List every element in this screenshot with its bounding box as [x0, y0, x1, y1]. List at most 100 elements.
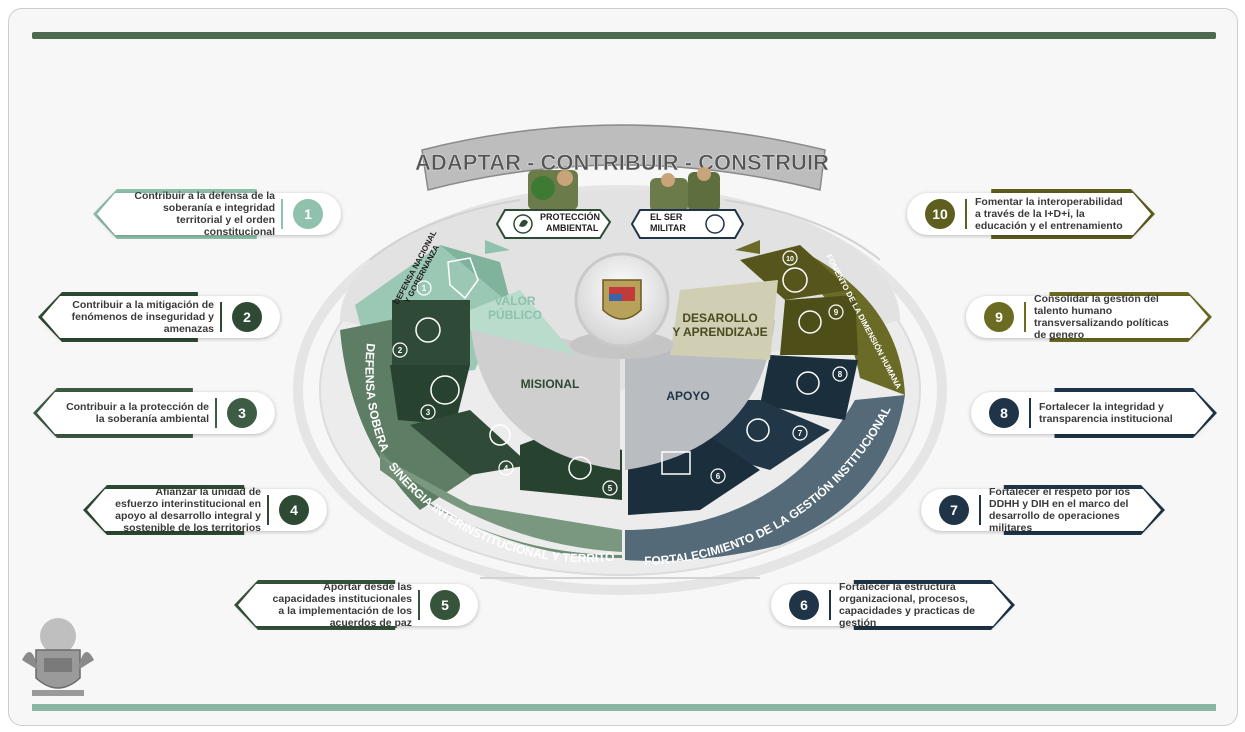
hands-heart-icon: [746, 418, 770, 442]
hands-family-icon: [568, 456, 592, 480]
soldier-icon: [415, 317, 441, 343]
objective-text: Consolidar la gestión del talento humano…: [1034, 293, 1169, 341]
inner-valor-publico: [470, 290, 575, 355]
objective-card-8: Fortalecer la integridad y transparencia…: [967, 388, 1217, 438]
segment-number: 3: [426, 408, 431, 417]
objective-text: Contribuir a la protección de la soberan…: [66, 401, 209, 425]
objective-text: Aportar desde las capacidades institucio…: [272, 581, 412, 629]
soldier-icon: [705, 214, 725, 234]
soldier-with-plant-icon: [528, 170, 578, 210]
band-fortalecimiento: [625, 395, 905, 561]
segment-number-circle: [498, 460, 514, 476]
segment-number: 8: [838, 370, 843, 379]
objective-card-7: Fortalecer el respeto por los DDHH y DIH…: [917, 485, 1165, 535]
segment-9: [780, 295, 858, 355]
objective-card-3: Contribuir a la protección de la soberan…: [33, 388, 279, 438]
objective-text: Fortalecer el respeto por los DDHH y DIH…: [989, 486, 1131, 534]
people-gear-icon: [489, 424, 511, 446]
segment-number: 1: [422, 284, 427, 293]
inner-misional: [470, 320, 620, 470]
objective-card-shape: [771, 580, 1015, 630]
segment-number-circle: [602, 480, 618, 496]
objective-number: 6: [789, 590, 819, 620]
motto-banner: [421, 124, 826, 191]
objective-text: Contribuir a la defensa de la soberanía …: [134, 190, 275, 238]
segment-4: [410, 410, 530, 475]
objective-text: Afianzar la unidad de esfuerzo interinst…: [115, 486, 261, 534]
objective-card-5: Aportar desde las capacidades institucio…: [234, 580, 482, 630]
objective-text: Fortalecer la estructura organizacional,…: [839, 581, 975, 629]
segment-number-circle: [792, 425, 808, 441]
segment-number: 10: [786, 256, 794, 263]
objective-separator: [829, 590, 831, 620]
objective-card-shape: [907, 189, 1155, 239]
team-icon: [782, 267, 808, 293]
objective-number: 7: [939, 495, 969, 525]
misional-text: MISIONAL: [521, 377, 580, 391]
magnifier-icon: [796, 371, 820, 395]
objective-card-shape: [966, 292, 1212, 342]
band-sinergia: [378, 455, 622, 552]
colombia-map-icon: [447, 257, 479, 300]
objective-number: 5: [430, 590, 460, 620]
objective-card-2: Contribuir a la mitigación de fenómenos …: [38, 292, 284, 342]
objective-number: 2: [232, 302, 262, 332]
segment-3: [390, 365, 470, 425]
objective-separator: [1029, 398, 1031, 428]
institution-emblem-icon: [22, 618, 94, 696]
leaf-icon: [513, 214, 533, 234]
objective-card-4: Afianzar la unidad de esfuerzo interinst…: [83, 485, 331, 535]
badge-proteccion-ambiental: [495, 209, 612, 239]
segment-number-circle: [710, 468, 726, 484]
globe-icon: [430, 375, 460, 405]
objective-number: 8: [989, 398, 1019, 428]
segment-number: 5: [608, 484, 613, 493]
segment-number: 6: [716, 472, 721, 481]
chart-board-icon: [661, 451, 691, 475]
objective-card-shape: [921, 485, 1165, 535]
objective-number: 4: [279, 495, 309, 525]
objective-separator: [215, 398, 217, 428]
inner-desarrollo: [670, 280, 778, 360]
segment-10: [740, 245, 850, 300]
segment-2: [392, 300, 470, 365]
objective-card-shape: [93, 189, 341, 239]
objective-separator: [1024, 302, 1026, 332]
segment-number: 2: [398, 346, 403, 355]
objective-number: 1: [293, 199, 323, 229]
objective-card-9: Consolidar la gestión del talento humano…: [962, 292, 1212, 342]
segment-number: 4: [504, 464, 509, 473]
objective-separator: [220, 302, 222, 332]
bottom-accent-bar: [32, 704, 1216, 711]
motto-text: ADAPTAR - CONTRIBUIR - CONSTRUIR: [415, 150, 829, 175]
badge-ser-militar: [630, 209, 745, 239]
segment-number: 7: [798, 429, 803, 438]
segment-number-markers: 1 2 3 4 5 6 7 8 9 10: [392, 250, 848, 496]
objective-separator: [979, 495, 981, 525]
objective-card-1: Contribuir a la defensa de la soberanía …: [93, 189, 345, 239]
segment-number-circle: [416, 280, 432, 296]
objective-number: 3: [227, 398, 257, 428]
segment-number-circle: [420, 404, 436, 420]
segment-number-circle: [392, 342, 408, 358]
objective-card-10: Fomentar la interoperabilidad a través d…: [903, 189, 1155, 239]
objective-card-shape: [971, 388, 1217, 438]
objective-separator: [965, 199, 967, 229]
objective-number: 10: [925, 199, 955, 229]
talent-icon: [798, 310, 822, 334]
objective-separator: [418, 590, 420, 620]
apoyo-text: APOYO: [666, 389, 709, 403]
saluting-soldiers-icon: [650, 167, 720, 212]
objective-card-6: Fortalecer la estructura organizacional,…: [767, 580, 1015, 630]
objective-text: Fortalecer la integridad y transparencia…: [1039, 401, 1173, 425]
objective-text: Fomentar la interoperabilidad a través d…: [975, 196, 1123, 232]
segment-number: 9: [834, 308, 839, 317]
objective-text: Contribuir a la mitigación de fenómenos …: [71, 299, 214, 335]
segment-number-circle: [782, 250, 798, 266]
segment-number-circle: [832, 366, 848, 382]
